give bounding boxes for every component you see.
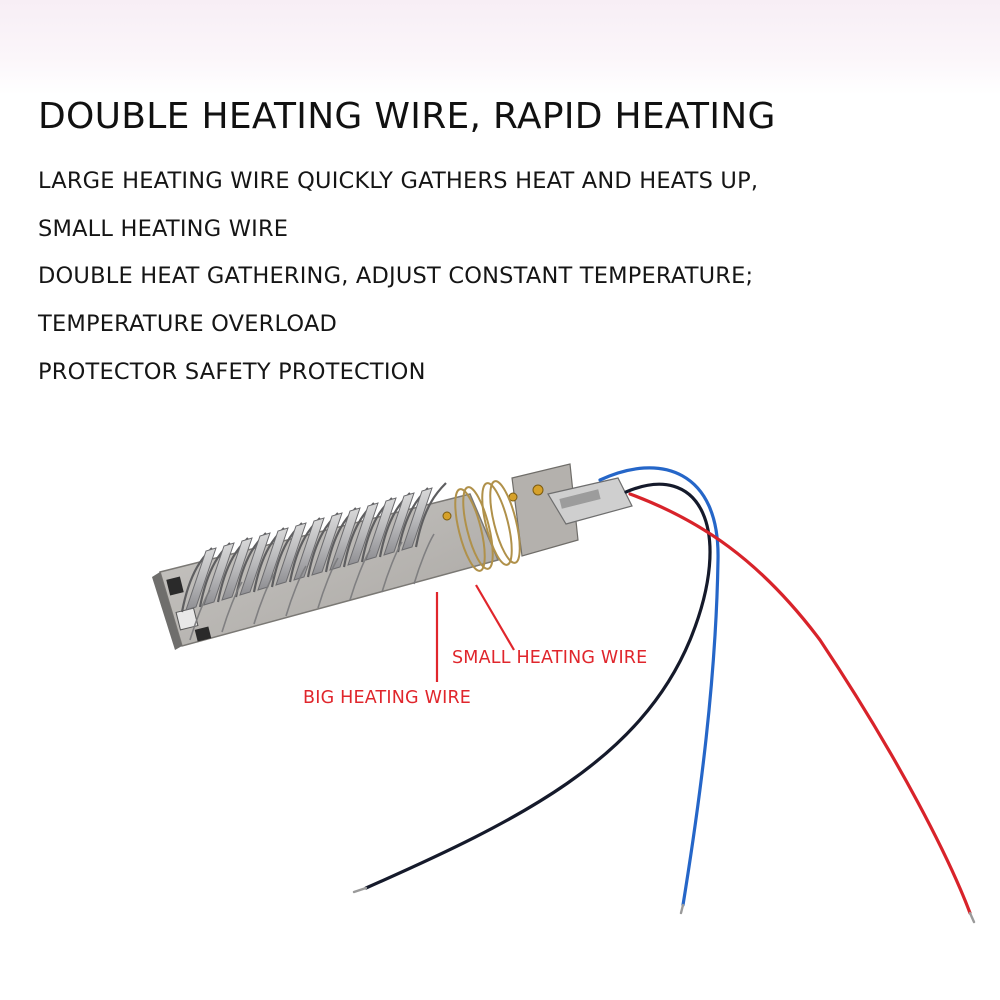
- terminal-plate: [442, 463, 633, 557]
- big-heating-wire-label: BIG HEATING WIRE: [303, 688, 472, 708]
- heating-element-photo: [152, 463, 976, 924]
- feature-line-4: TEMPERATURE OVERLOAD: [38, 311, 338, 337]
- small-heating-coil: [454, 480, 521, 572]
- feature-line-3: DOUBLE HEAT GATHERING, ADJUST CONSTANT T…: [38, 263, 754, 289]
- headline: DOUBLE HEATING WIRE, RAPID HEATING: [38, 96, 776, 137]
- lead-wires: [364, 466, 972, 915]
- feature-line-5: PROTECTOR SAFETY PROTECTION: [38, 359, 426, 385]
- wire-tips: [352, 886, 976, 924]
- black-wire: [364, 482, 712, 890]
- red-wire: [628, 492, 972, 915]
- top-gradient-band: [0, 0, 1000, 95]
- feature-line-2: SMALL HEATING WIRE: [38, 216, 289, 242]
- big-heating-coil: [180, 482, 447, 641]
- feature-line-1: LARGE HEATING WIRE QUICKLY GATHERS HEAT …: [38, 168, 759, 194]
- blue-wire: [598, 466, 720, 907]
- callout-pointers: [435, 584, 515, 682]
- small-heating-wire-label: SMALL HEATING WIRE: [452, 648, 648, 668]
